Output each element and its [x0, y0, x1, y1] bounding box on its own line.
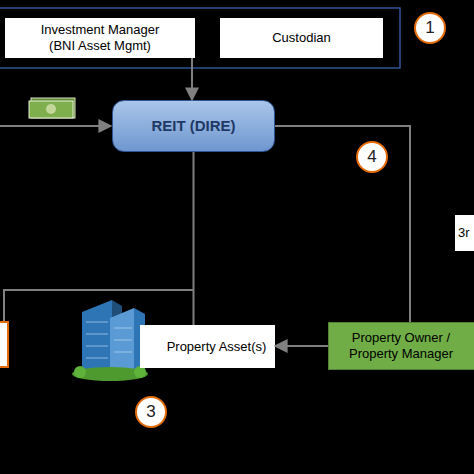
building-illustration	[72, 300, 148, 381]
callout-number: 1	[414, 12, 446, 44]
node-text: Custodian	[272, 30, 331, 46]
inflow-line	[0, 125, 111, 127]
node-text: Investment Manager (BNI Asset Mgmt)	[33, 22, 167, 53]
callout-number: 3	[135, 396, 167, 428]
manager-box: Investment Manager (BNI Asset Mgmt)	[5, 18, 195, 58]
custodian-box: Custodian	[220, 18, 383, 58]
asset-box: Property Asset(s)	[140, 325, 275, 368]
node-text: REIT (DIRE)	[151, 117, 235, 135]
connector	[275, 126, 410, 322]
money-icon	[29, 98, 75, 118]
owner-box: Property Owner / Property Manager	[328, 322, 474, 370]
party-box: 3r	[455, 215, 474, 251]
connector	[193, 152, 195, 325]
callout-number: 4	[356, 141, 388, 173]
cut-off-box	[0, 322, 8, 367]
group-outline	[0, 8, 400, 68]
node-text: Property Owner / Property Manager	[339, 330, 463, 361]
connector	[275, 345, 328, 347]
connector	[191, 58, 193, 100]
reit-box: REIT (DIRE)	[112, 100, 275, 152]
node-text: 3r	[458, 225, 470, 241]
node-text: Property Asset(s)	[167, 339, 267, 355]
